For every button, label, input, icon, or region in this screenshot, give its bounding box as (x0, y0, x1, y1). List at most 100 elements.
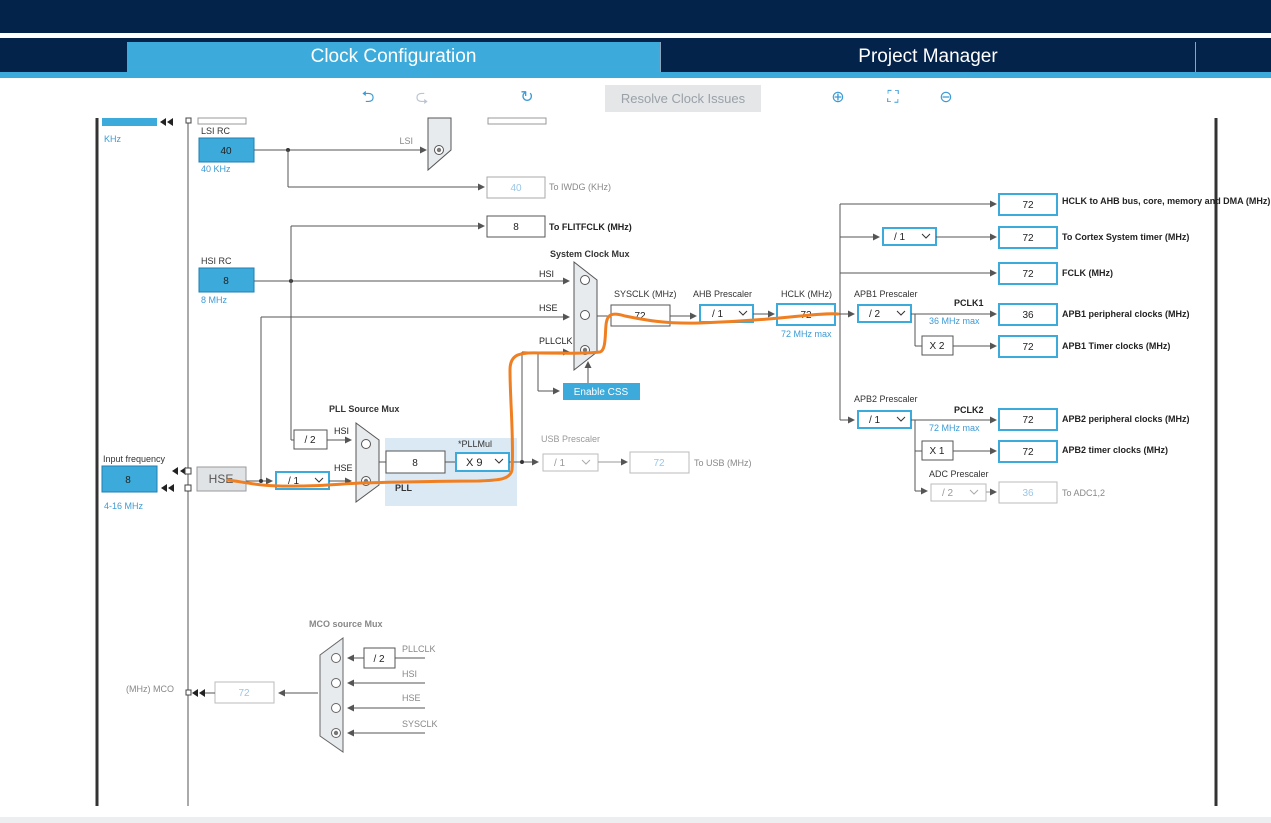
svg-text:40: 40 (510, 183, 522, 194)
lse-unit: KHz (104, 134, 122, 144)
usb-prescaler-select[interactable] (542, 453, 599, 472)
hsi-sub: 8 MHz (201, 295, 228, 305)
apb1-periph-label: APB1 peripheral clocks (MHz) (1062, 309, 1190, 319)
fclk-label: FCLK (MHz) (1062, 268, 1113, 278)
svg-text:/ 1: / 1 (869, 415, 881, 426)
resolve-clock-issues-button[interactable]: Resolve Clock Issues (605, 85, 761, 112)
mco-hsi-radio[interactable] (331, 678, 341, 688)
mco-hse-radio[interactable] (331, 703, 341, 713)
hclk-ahb-label: HCLK to AHB bus, core, memory and DMA (M… (1062, 196, 1270, 206)
cortex-label: To Cortex System timer (MHz) (1062, 232, 1189, 242)
lse-value-box[interactable] (102, 118, 157, 126)
mco-mux-title: MCO source Mux (309, 619, 383, 629)
hsi-value: 8 (223, 276, 229, 287)
sysclk-mux-hsi-radio[interactable] (580, 275, 590, 285)
tab-underline (0, 72, 1271, 78)
svg-text:/ 2: / 2 (942, 488, 954, 499)
svg-text:X 9: X 9 (466, 457, 483, 469)
usb-value-box (629, 451, 690, 474)
svg-text:72: 72 (1022, 415, 1034, 426)
pll-source-mux-title: PLL Source Mux (329, 404, 399, 414)
mco-pllclk-radio[interactable] (331, 653, 341, 663)
zoom-in-icon[interactable]: ⊕ (831, 89, 845, 106)
svg-text:36: 36 (1022, 488, 1034, 499)
hse-block (196, 466, 247, 492)
svg-text:36: 36 (1022, 310, 1034, 321)
redo-icon[interactable]: ⮎ (415, 89, 429, 106)
svg-text:PLLCLK: PLLCLK (402, 644, 436, 654)
svg-text:HSE: HSE (334, 463, 353, 473)
cortex-value-box[interactable] (998, 226, 1058, 249)
svg-text:HSE: HSE (402, 693, 421, 703)
svg-text:/ 1: / 1 (894, 232, 906, 243)
svg-text:72: 72 (1022, 447, 1034, 458)
apb1-max: 36 MHz max (929, 316, 980, 326)
apb1-label: APB1 Prescaler (854, 289, 918, 299)
apb1-timer-value-box[interactable] (998, 335, 1058, 358)
refresh-icon[interactable]: ↻ (520, 89, 534, 106)
adc-prescaler-select[interactable] (930, 483, 987, 502)
apb2-periph-label: APB2 peripheral clocks (MHz) (1062, 414, 1190, 424)
svg-text:HSE: HSE (209, 472, 234, 486)
svg-text:72: 72 (1022, 269, 1034, 280)
hsi-title: HSI RC (201, 256, 232, 266)
hclk-max: 72 MHz max (781, 329, 832, 339)
pll-source-mux (355, 422, 380, 503)
flitf-value-box (486, 215, 546, 238)
flitf-label: To FLITFCLK (MHz) (549, 222, 632, 232)
usb-prescaler-label: USB Prescaler (541, 434, 600, 444)
apb2-max: 72 MHz max (929, 423, 980, 433)
svg-text:72: 72 (238, 688, 250, 699)
tab-project-manager[interactable]: Project Manager (660, 42, 1196, 72)
hclk-ahb-value-box[interactable] (998, 193, 1058, 216)
svg-text:HSE: HSE (539, 303, 558, 313)
svg-text:/ 2: / 2 (373, 654, 385, 665)
hse-input-range: 4-16 MHz (104, 501, 144, 511)
sysclk-label: SYSCLK (MHz) (614, 289, 677, 299)
mco-output-label: (MHz) MCO (126, 684, 174, 694)
sysclk-mux-hse-radio[interactable] (580, 310, 590, 320)
lsi-mux-label: LSI (399, 136, 413, 146)
svg-text:X 1: X 1 (929, 446, 944, 457)
tab-clock-configuration[interactable]: Clock Configuration (127, 42, 660, 72)
svg-text:8: 8 (513, 222, 519, 233)
pll-source-hsi-radio[interactable] (361, 439, 371, 449)
svg-text:SYSCLK: SYSCLK (402, 719, 438, 729)
svg-text:HSI: HSI (539, 269, 554, 279)
lsi-value: 40 (220, 146, 232, 157)
svg-text:/ 2: / 2 (304, 435, 316, 446)
apb2-timer-value-box[interactable] (998, 440, 1058, 463)
zoom-out-icon[interactable]: ⊖ (939, 89, 953, 106)
enable-css-button[interactable] (563, 383, 640, 400)
apb1-timer-label: APB1 Timer clocks (MHz) (1062, 341, 1170, 351)
svg-text:HSI: HSI (334, 426, 349, 436)
undo-icon[interactable]: ⮌ (361, 89, 375, 106)
fclk-value-box[interactable] (998, 262, 1058, 285)
svg-text:72: 72 (653, 458, 665, 469)
adc-label: To ADC1,2 (1062, 488, 1105, 498)
ahb-label: AHB Prescaler (693, 289, 752, 299)
svg-text:/ 2: / 2 (869, 309, 881, 320)
hse-input-frequency-box[interactable] (101, 465, 158, 493)
rtc-mux (427, 117, 452, 172)
hse-input-label: Input frequency (103, 454, 166, 464)
svg-text:/ 1: / 1 (712, 309, 724, 320)
hsi-value-box[interactable] (198, 267, 255, 293)
apb2-periph-value-box[interactable] (998, 408, 1058, 431)
svg-text:/ 1: / 1 (288, 476, 300, 487)
pllmul-label: *PLLMul (458, 439, 492, 449)
lse-arrows (160, 118, 173, 126)
fit-to-screen-icon[interactable]: ⛶ (887, 89, 899, 106)
pclk2-label: PCLK2 (954, 405, 984, 415)
apb1-periph-value-box[interactable] (998, 303, 1058, 326)
sysclk-mux-title: System Clock Mux (550, 249, 630, 259)
svg-text:PLL: PLL (395, 483, 413, 493)
pclk1-label: PCLK1 (954, 298, 984, 308)
usb-label: To USB (MHz) (694, 458, 752, 468)
adc-value-box (998, 481, 1058, 504)
svg-text:PLLCLK: PLLCLK (539, 336, 573, 346)
svg-text:Enable CSS: Enable CSS (574, 387, 629, 398)
status-strip (0, 817, 1271, 823)
svg-text:X 2: X 2 (929, 341, 944, 352)
